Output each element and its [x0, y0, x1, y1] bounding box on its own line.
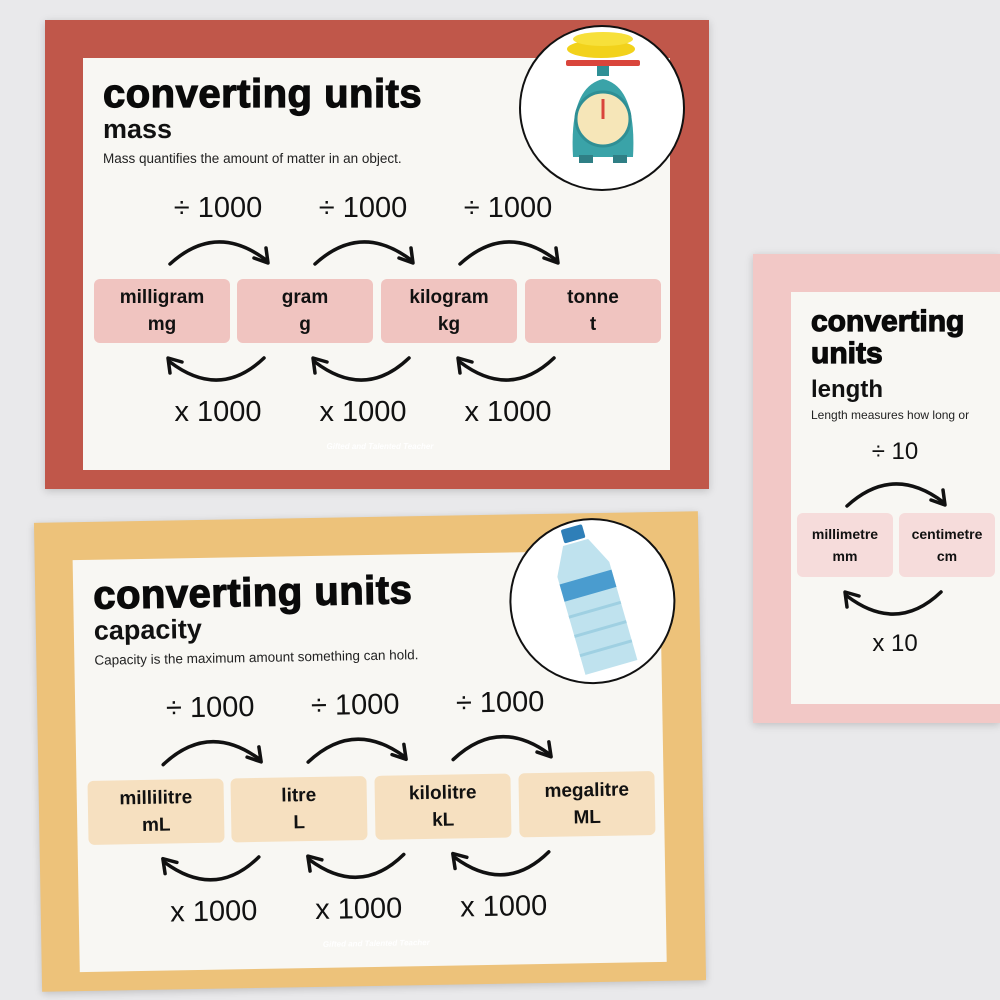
water-bottle-icon: [507, 516, 677, 686]
divide-arrow-icon: [161, 739, 263, 767]
multiply-arrow-icon: [306, 852, 406, 880]
poster-sheet: converting units mass Mass quantifies th…: [83, 25, 685, 470]
poster-description: Capacity is the maximum amount something…: [94, 647, 419, 668]
divide-label: ÷ 1000: [173, 192, 263, 224]
unit-symbol: cm: [936, 548, 958, 564]
unit-symbol: kg: [437, 314, 461, 335]
unit-symbol: ML: [573, 806, 602, 829]
brand-logo: Gifted and Talented Teacher: [326, 442, 434, 451]
divide-label: ÷ 1000: [463, 192, 553, 224]
unit-box: tonne t: [525, 279, 661, 343]
poster-title: converting units: [102, 71, 423, 116]
poster-sheet: converting units length Length measures …: [791, 292, 1000, 704]
divide-arrow-icon: [845, 482, 947, 508]
multiply-arrow-icon: [311, 356, 411, 382]
unit-name: centimetre: [911, 526, 983, 542]
unit-name: kilogram: [409, 287, 489, 308]
unit-box: kilolitre kL: [374, 773, 512, 840]
unit-name: megalitre: [544, 779, 630, 802]
multiply-label: x 1000: [464, 396, 552, 428]
multiply-label: x 1000: [169, 894, 258, 929]
poster-mass: converting units mass Mass quantifies th…: [45, 20, 709, 489]
divide-label: ÷ 10: [871, 438, 919, 465]
poster-length: converting units length Length measures …: [753, 254, 1000, 723]
poster-capacity: converting units capacity Capacity is th…: [33, 511, 707, 992]
poster-subtitle: mass: [103, 114, 173, 144]
multiply-label: x 1000: [319, 396, 407, 428]
unit-box: gram g: [237, 279, 373, 343]
poster-subtitle: capacity: [93, 613, 203, 646]
multiply-arrow-icon: [451, 850, 551, 877]
multiply-label: x 1000: [174, 396, 262, 428]
unit-box: kilogram kg: [381, 279, 517, 343]
multiply-label: x 1000: [459, 889, 548, 924]
divide-label: ÷ 1000: [165, 691, 255, 725]
divide-arrow-icon: [313, 240, 415, 266]
unit-name: tonne: [567, 287, 619, 308]
multiply-arrow-icon: [166, 356, 266, 382]
poster-subtitle: length: [811, 376, 883, 403]
multiply-arrow-icon: [456, 356, 556, 382]
divide-arrow-icon: [168, 240, 270, 266]
unit-box: centimetre cm: [899, 513, 995, 577]
unit-name: litre: [281, 784, 317, 807]
poster-title: converting units: [92, 568, 413, 619]
unit-name: millilitre: [119, 787, 193, 810]
unit-box: millimetre mm: [797, 513, 893, 577]
unit-name: milligram: [119, 287, 205, 308]
divide-arrow-icon: [306, 737, 408, 764]
multiply-label: x 1000: [314, 892, 403, 926]
unit-box: millilitre mL: [87, 778, 225, 845]
divide-arrow-icon: [458, 240, 560, 266]
unit-symbol: mg: [147, 314, 177, 335]
poster-sheet: converting units capacity Capacity is th…: [72, 516, 677, 973]
unit-symbol: kL: [431, 809, 455, 831]
unit-name: gram: [281, 287, 329, 308]
unit-symbol: mL: [141, 814, 171, 836]
unit-box: milligram mg: [94, 279, 230, 343]
unit-symbol: mm: [832, 548, 858, 564]
unit-symbol: t: [589, 314, 597, 335]
divide-label: ÷ 1000: [318, 192, 408, 224]
unit-symbol: g: [299, 314, 311, 335]
divide-arrow-icon: [451, 734, 553, 762]
multiply-arrow-icon: [843, 590, 943, 616]
multiply-arrow-icon: [161, 855, 261, 882]
poster-description: Length measures how long or: [811, 408, 970, 422]
unit-symbol: L: [293, 812, 306, 834]
multiply-label: x 10: [872, 630, 918, 657]
poster-title: converting units: [810, 305, 965, 370]
divide-label: ÷ 1000: [455, 685, 545, 720]
unit-name: kilolitre: [408, 782, 477, 805]
divide-label: ÷ 1000: [310, 688, 400, 723]
kitchen-scale-with-bananas-icon: [519, 25, 685, 191]
unit-name: millimetre: [811, 526, 879, 542]
poster-description: Mass quantifies the amount of matter in …: [103, 151, 402, 166]
